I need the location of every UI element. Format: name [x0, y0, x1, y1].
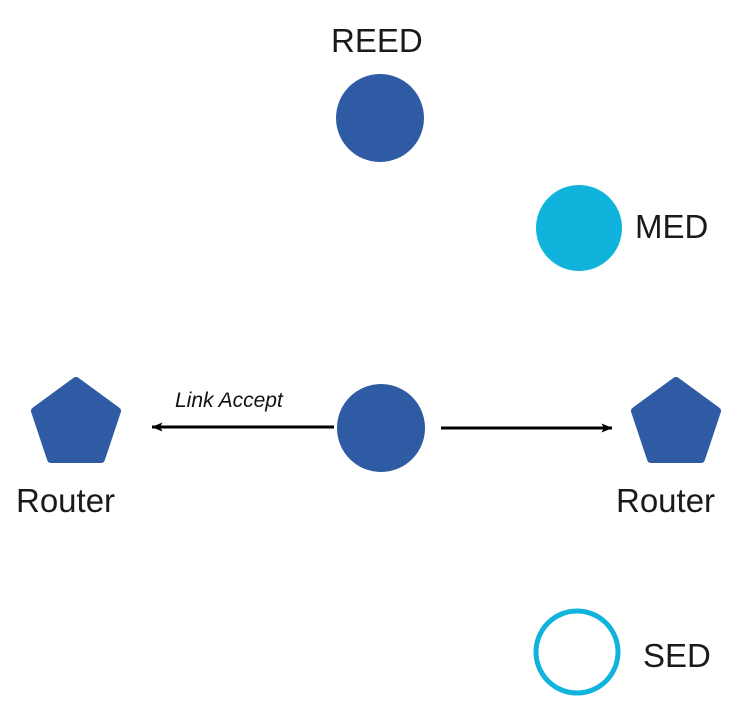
- node-label-router-right: Router: [616, 482, 716, 519]
- node-label-router-left: Router: [16, 482, 116, 519]
- node-router-right-shape[interactable]: [631, 377, 721, 463]
- node-label-reed: REED: [331, 22, 423, 59]
- node-med-shape[interactable]: [536, 185, 622, 271]
- edge-label-link-accept: Link Accept: [175, 389, 283, 412]
- node-label-sed: SED: [643, 637, 711, 674]
- node-label-med: MED: [635, 208, 709, 245]
- node-reed-shape[interactable]: [336, 74, 424, 162]
- node-leader-shape[interactable]: [337, 384, 425, 472]
- node-router-left-shape[interactable]: [31, 377, 121, 463]
- node-sed-shape[interactable]: [533, 608, 621, 696]
